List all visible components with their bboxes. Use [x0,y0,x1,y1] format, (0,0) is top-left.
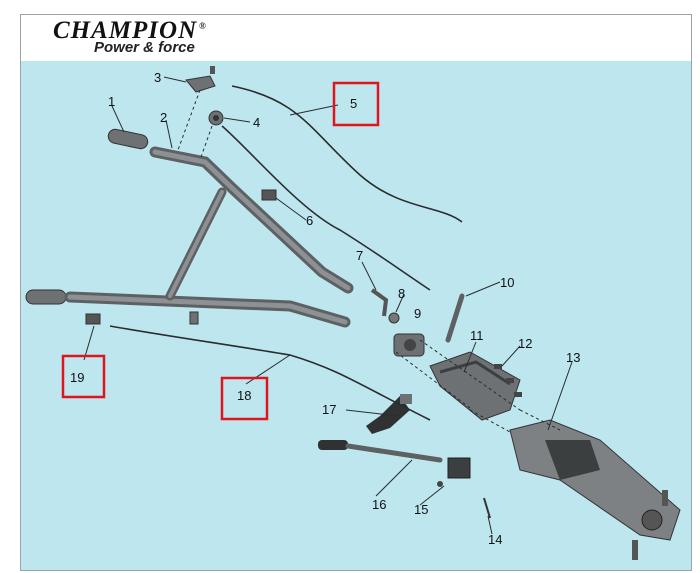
part-8 [388,312,400,324]
gearbox-part-13 [509,419,681,560]
callout-19: 19 [70,370,84,385]
cable-part-18 [109,325,431,421]
part-7 [370,288,389,317]
part-9 [393,333,425,357]
brand-header: CHAMPION® Power & force [21,15,691,61]
grip-lower [25,289,67,305]
highlight-box-5 [332,81,380,127]
callout-9: 9 [414,306,421,321]
callout-17: 17 [322,402,336,417]
callout-15: 15 [414,502,428,517]
callout-11: 11 [470,328,484,343]
brand-tagline: Power & force [94,39,195,56]
callout-5: 5 [350,96,357,111]
callout-1: 1 [108,94,115,109]
callout-18: 18 [237,388,251,403]
screws-part-12 [494,364,522,397]
throttle-cable-part-5 [231,85,463,223]
callout-3: 3 [154,70,161,85]
handlebar-assembly [25,128,354,328]
callout-12: 12 [518,336,532,351]
callout-2: 2 [160,110,167,125]
part-6 [261,189,277,201]
callout-7: 7 [356,248,363,263]
brand-name: CHAMPION [53,17,198,44]
switch-part-19 [85,313,101,325]
callout-14: 14 [488,532,502,547]
grip-part-1 [107,128,149,150]
lever-part-16 [318,440,443,463]
brand-logo: CHAMPION® [53,17,207,44]
highlight-boxes [61,81,380,421]
callout-4: 4 [253,115,260,130]
housing-part-11 [429,351,521,421]
callout-10: 10 [500,275,514,290]
callout-8: 8 [398,286,405,301]
callout-6: 6 [306,213,313,228]
clamp-part-15 [437,457,471,487]
leader-lines [83,76,573,535]
callout-13: 13 [566,350,580,365]
highlight-box-18 [220,376,269,421]
highlight-box-19 [61,354,106,399]
callout-16: 16 [372,497,386,512]
lever-part-17 [366,394,412,434]
clamp-part-4 [208,110,224,126]
assembly-lines [177,89,561,433]
throttle-lever-part-3 [185,66,216,93]
screw-part-14 [483,497,491,519]
callout-labels: 1 2 3 4 5 6 7 8 9 10 11 12 13 14 15 16 1… [70,70,580,547]
bolt-part-10 [445,293,465,343]
